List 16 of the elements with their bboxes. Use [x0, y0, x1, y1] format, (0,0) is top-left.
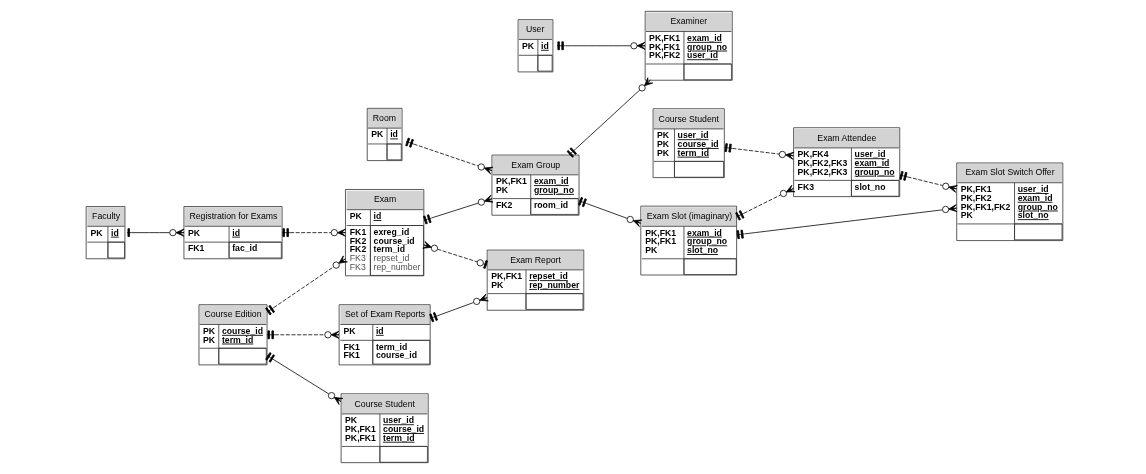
connector: [735, 204, 957, 240]
connector: [898, 171, 958, 193]
connector: [421, 241, 488, 269]
connector: [577, 196, 642, 228]
connector: [404, 137, 493, 175]
connector: [734, 184, 795, 221]
connector: [281, 228, 346, 237]
connector: [266, 330, 339, 340]
connector: [422, 194, 493, 225]
connector: [126, 228, 184, 237]
connector: [723, 143, 794, 160]
connector: [566, 77, 653, 158]
connector: [264, 352, 343, 405]
connector: [428, 293, 489, 323]
connector: [556, 41, 645, 51]
connector: [264, 255, 348, 316]
